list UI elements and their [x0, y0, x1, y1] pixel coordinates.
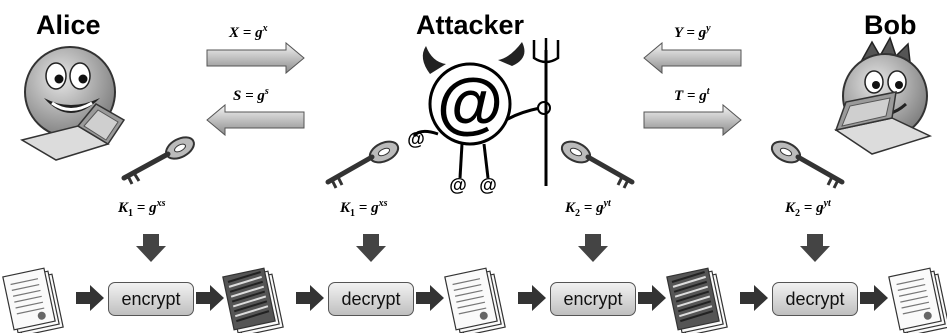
ciphertext-document-icon — [666, 267, 728, 333]
plaintext-document-icon — [888, 267, 947, 333]
right-arrow-icon — [196, 285, 224, 311]
plaintext-document-icon — [2, 267, 64, 333]
right-arrow-icon — [638, 285, 666, 311]
encrypt-box-attacker: encrypt — [550, 282, 636, 316]
down-arrow-icon — [578, 234, 608, 262]
arrow-alice-to-attacker — [206, 41, 305, 75]
key-formula-attacker-1: K1 = gxs — [340, 198, 388, 219]
arrow-attacker-to-bob — [643, 103, 742, 137]
right-arrows — [76, 285, 888, 311]
attacker-title: Attacker — [416, 10, 525, 40]
decrypt-box-bob: decrypt — [772, 282, 858, 316]
plaintext-document-icon — [444, 267, 506, 333]
alice-title: Alice — [36, 10, 101, 40]
key-formula-alice: K1 = gxs — [118, 198, 166, 219]
decrypt-box-attacker: decrypt — [328, 282, 414, 316]
right-arrow-icon — [416, 285, 444, 311]
key-icon-alice — [121, 136, 195, 185]
message-x-formula: X = gx — [229, 23, 268, 41]
key-icon-attacker-2 — [560, 140, 635, 189]
message-s-formula: S = gs — [233, 86, 269, 104]
svg-text:@: @ — [479, 175, 497, 195]
right-arrow-icon — [76, 285, 104, 311]
alice-icon — [20, 46, 126, 161]
down-arrow-icon — [356, 234, 386, 262]
down-arrow-icon — [800, 234, 830, 262]
key-formula-bob: K2 = gyt — [785, 198, 831, 219]
down-arrow-icon — [136, 234, 166, 262]
svg-text:@: @ — [407, 129, 425, 149]
svg-text:@: @ — [437, 65, 503, 141]
down-arrows — [136, 234, 830, 262]
arrow-attacker-to-alice — [206, 103, 305, 137]
key-formula-attacker-2: K2 = gyt — [565, 198, 611, 219]
right-arrow-icon — [296, 285, 324, 311]
key-icon-attacker-1 — [325, 140, 400, 189]
right-arrow-icon — [518, 285, 546, 311]
svg-text:@: @ — [449, 175, 467, 195]
ciphertext-document-icon — [222, 267, 284, 333]
bob-icon — [834, 36, 933, 155]
right-arrow-icon — [740, 285, 768, 311]
message-y-formula: Y = gy — [674, 23, 711, 41]
key-icon-bob — [770, 140, 845, 189]
right-arrow-icon — [860, 285, 888, 311]
arrow-bob-to-attacker — [643, 41, 742, 75]
documents — [2, 267, 947, 333]
attacker-icon: @ @ @ @ — [407, 38, 560, 195]
bob-title: Bob — [864, 10, 917, 40]
encrypt-box-alice: encrypt — [108, 282, 194, 316]
message-t-formula: T = gt — [674, 86, 710, 104]
